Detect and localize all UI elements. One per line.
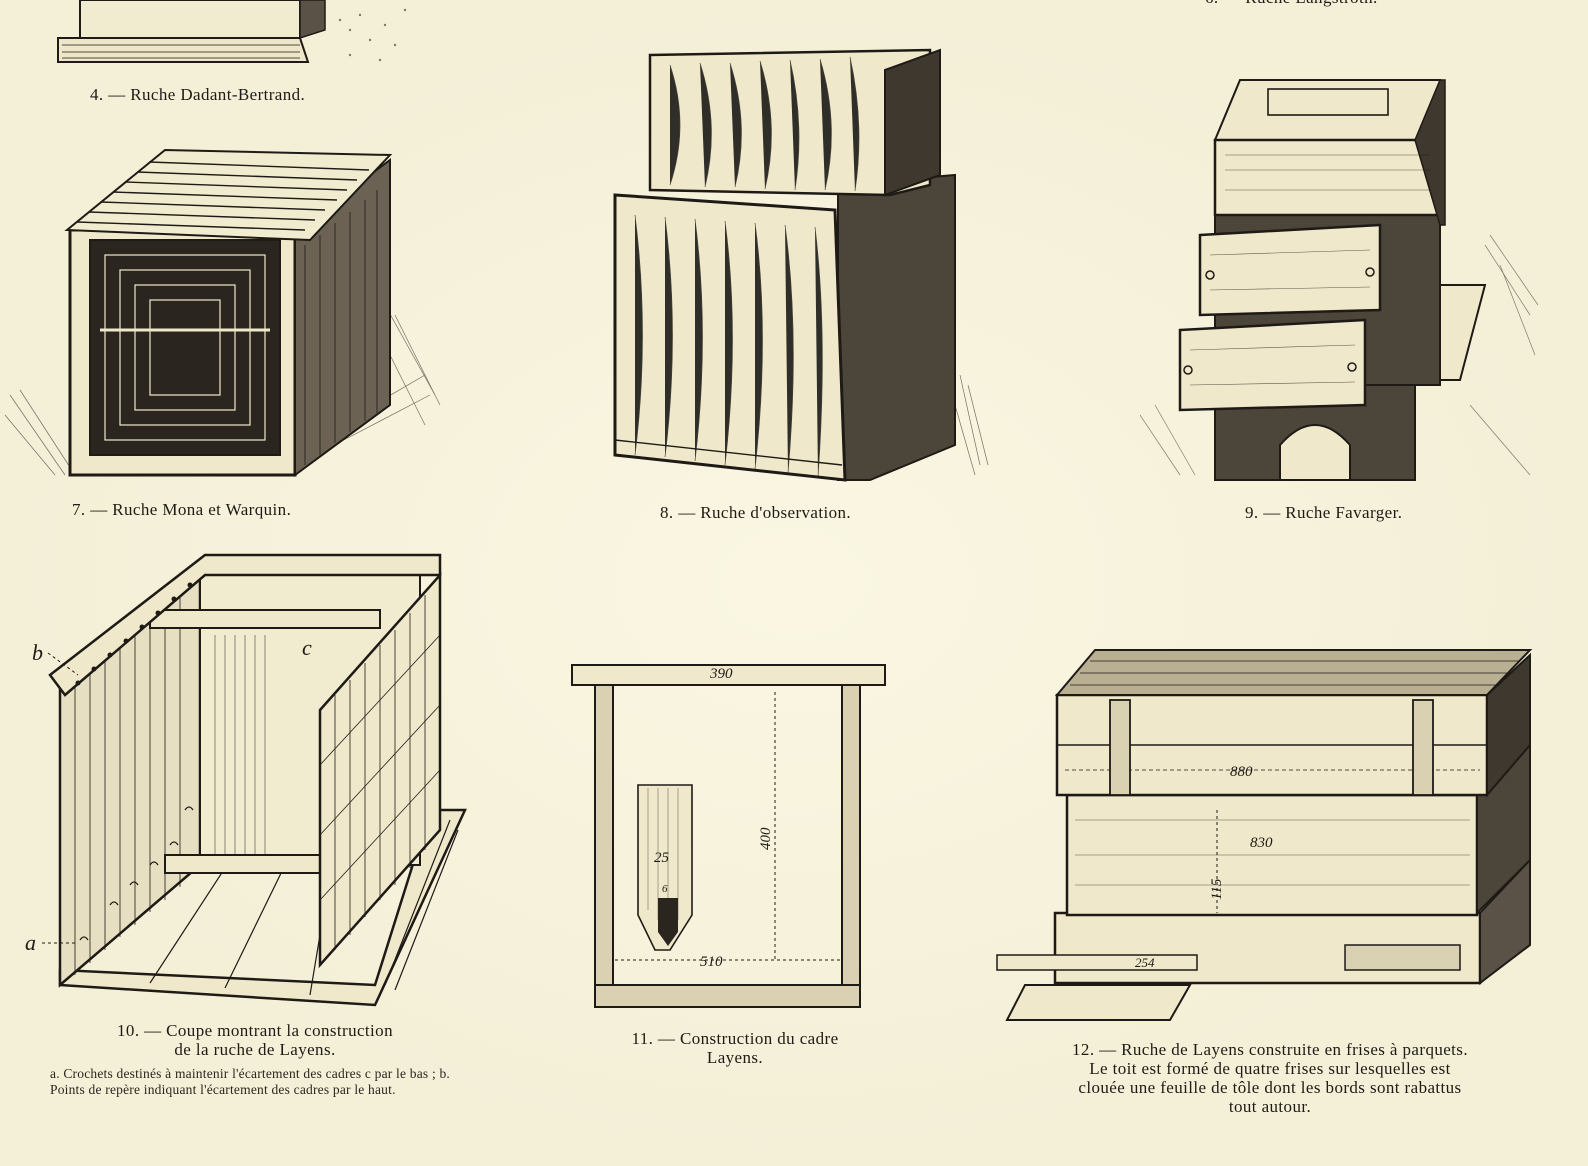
dim-390: 390 [709,666,733,682]
figure-8-caption: 8. — Ruche d'observation. [660,503,852,522]
figure-10-caption-line2: de la ruche de Layens. [174,1040,336,1059]
figure-11-layens-frame: 390 400 510 25 6 [570,660,890,1015]
figure-10-legend: a. Crochets destinés à maintenir l'écart… [50,1066,450,1097]
label-b: b [32,640,43,665]
figure-10-layens-hive-section: b c a [20,545,470,1015]
dim-254: 254 [1135,955,1155,970]
figure-4-caption: 4. — Ruche Dadant-Bertrand. [90,85,306,104]
figure-12-caption-line2: Le toit est formé de quatre frises sur l… [1089,1059,1451,1078]
dim-6: 6 [662,883,668,895]
figure-12-caption-line1: 12. — Ruche de Layens construite en fris… [1072,1040,1468,1059]
dim-830: 830 [1250,835,1273,851]
figure-8-observation-hive [610,45,990,490]
figure-12-caption-line4: tout autour. [1228,1097,1312,1116]
label-c: c [302,635,312,660]
dim-25: 25 [654,850,670,866]
figure-6-caption: 6. — Ruche Langstroth. [1205,0,1465,8]
figure-10-caption-line1: 10. — Coupe montrant la construction [117,1021,393,1040]
label-a: a [25,930,36,955]
dim-510: 510 [700,954,723,970]
dim-880: 880 [1230,764,1253,780]
figure-12-caption-line3: clouée une feuille de tôle dont les bord… [1078,1078,1462,1097]
figure-12-layens-parquet-hive: 254 830 115 880 [995,645,1540,1030]
figure-11-caption: 11. — Construction du cadre Layens. [585,1029,885,1067]
figure-9-caption: 9. — Ruche Favarger. [1245,503,1403,522]
figure-7-caption: 7. — Ruche Mona et Warquin. [72,500,292,519]
figure-11-caption-line2: Layens. [706,1048,764,1067]
dim-115: 115 [1209,878,1225,900]
figure-12-caption: 12. — Ruche de Layens construite en fris… [990,1040,1550,1116]
figure-10-caption: 10. — Coupe montrant la construction de … [40,1021,470,1059]
figure-4-dadant-bertrand-hive [50,0,430,75]
figure-7-mona-warquin-hive [4,145,445,485]
dim-400: 400 [758,827,774,850]
figure-9-favarger-hive [1139,75,1540,485]
figure-11-caption-line1: 11. — Construction du cadre [631,1029,839,1048]
